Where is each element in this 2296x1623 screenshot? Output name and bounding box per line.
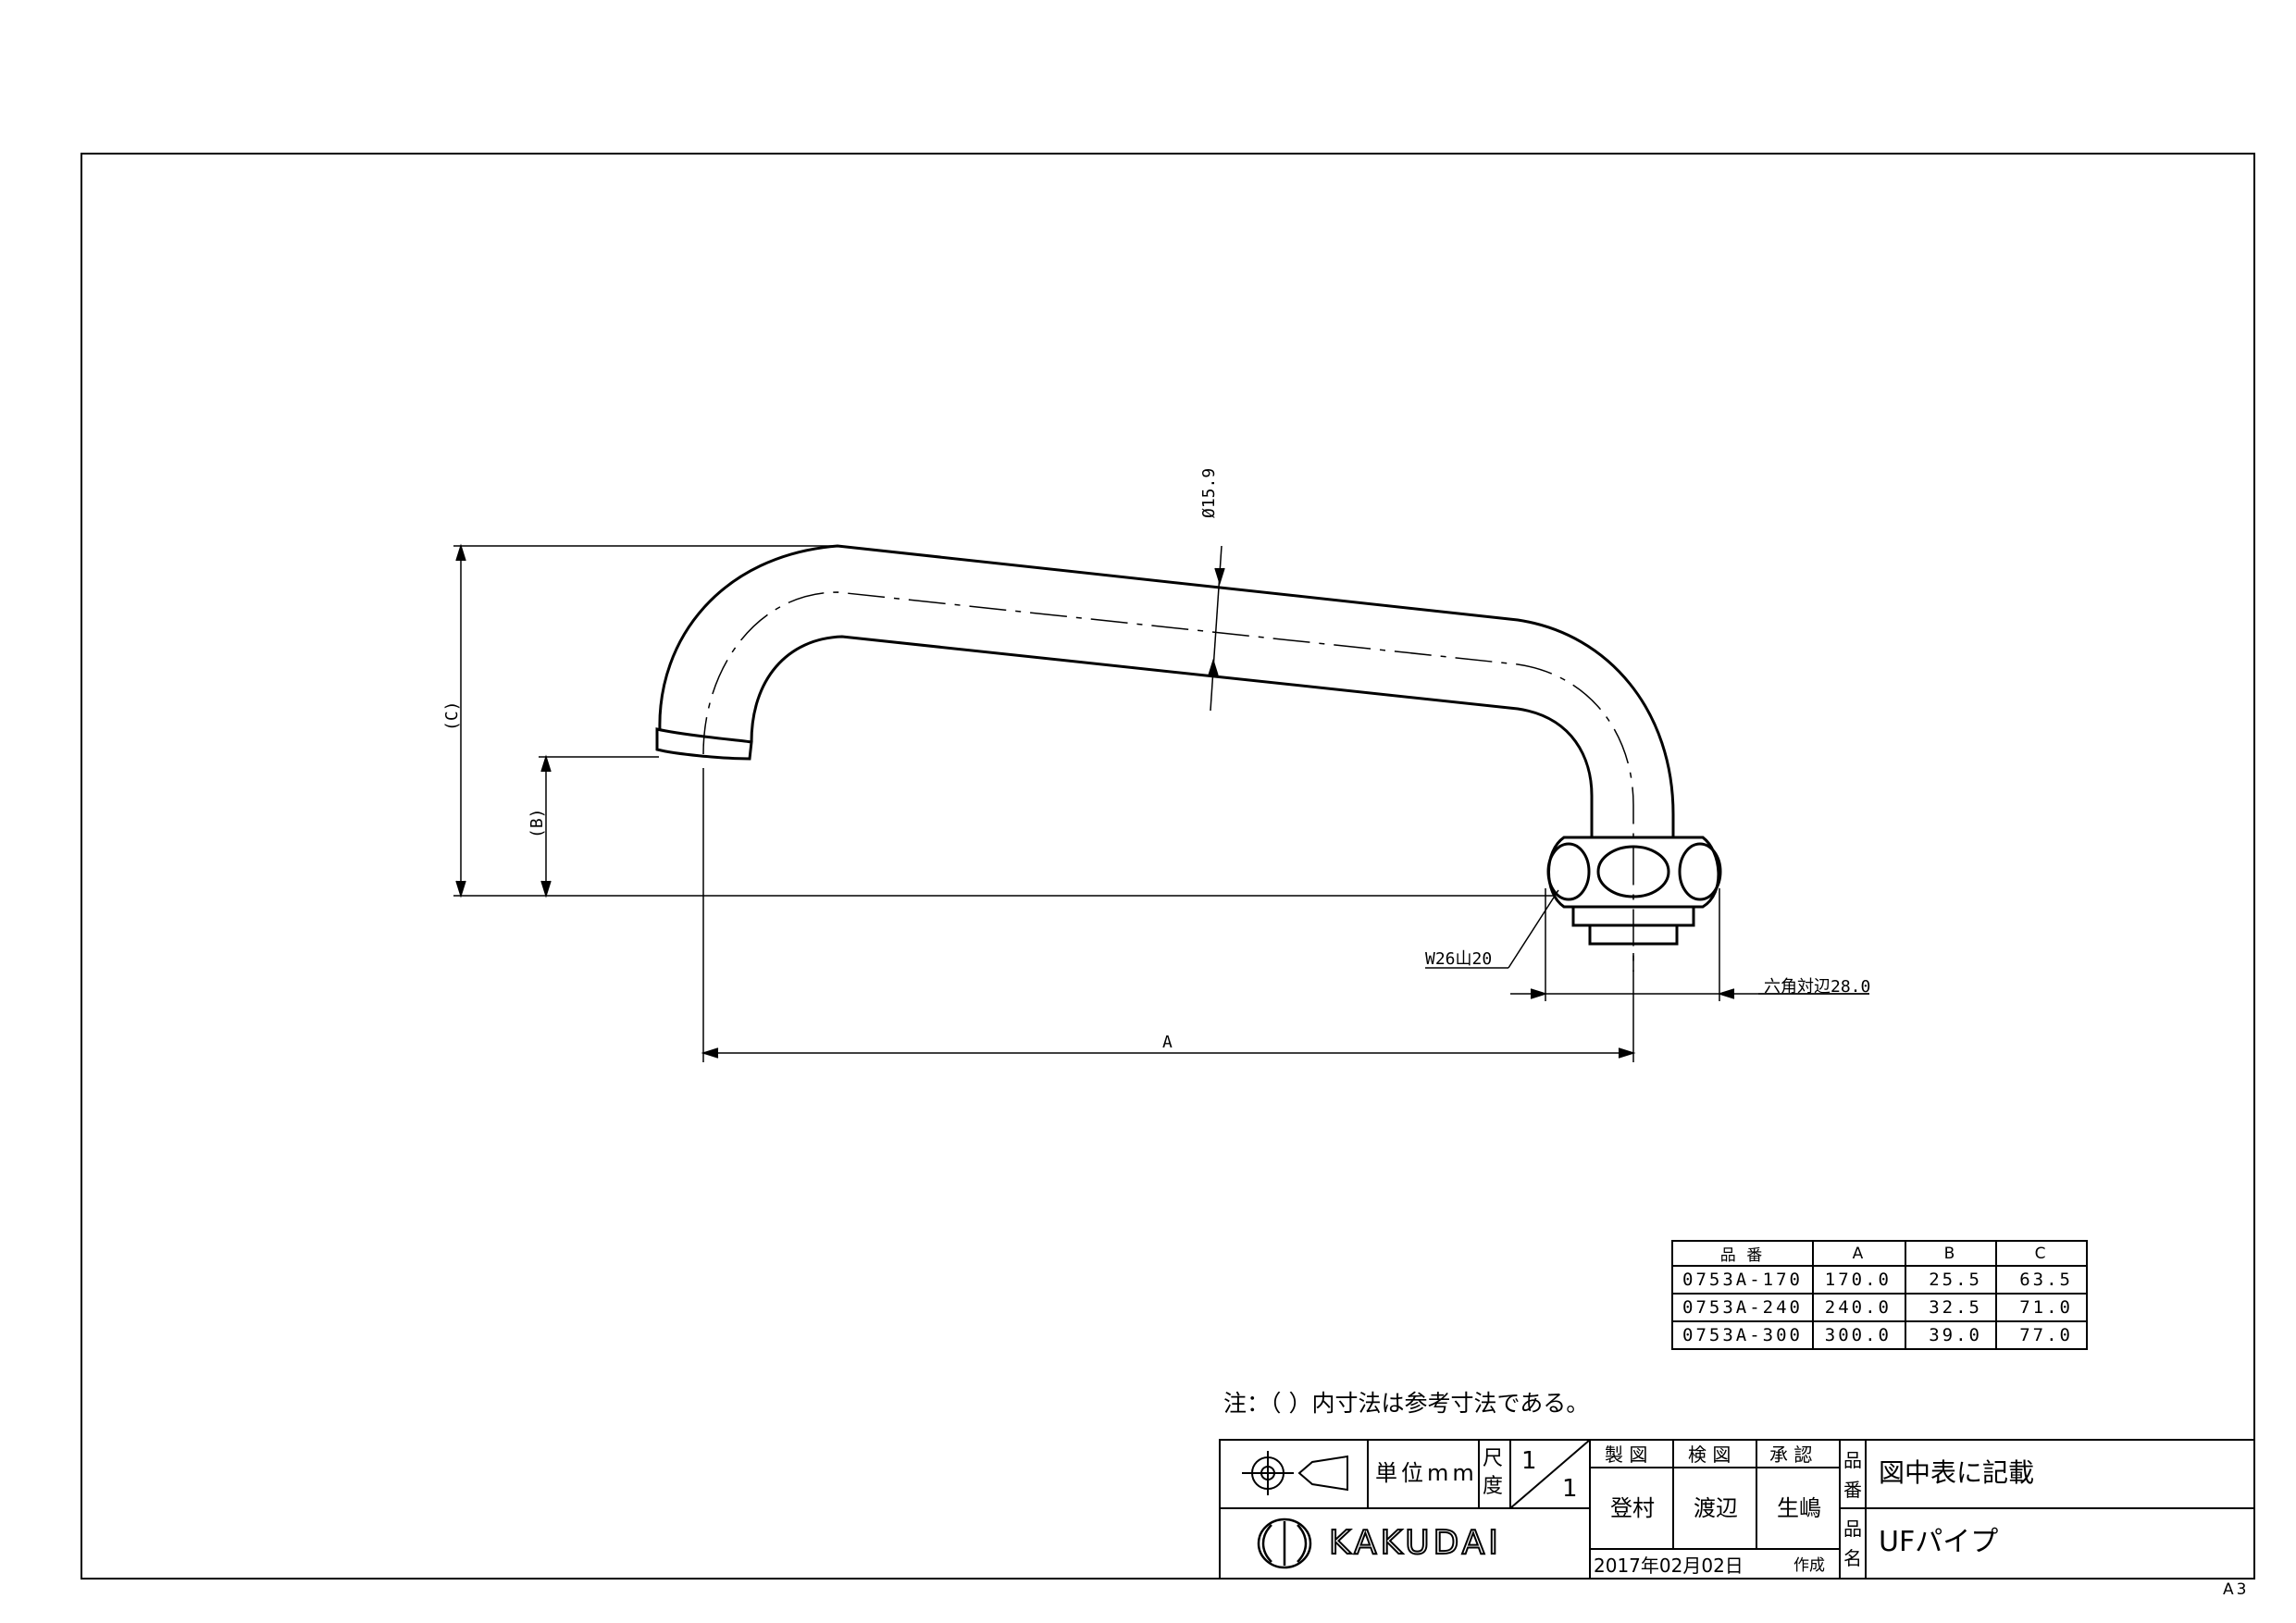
part-no-cell: 0753A-300 xyxy=(1671,1320,1814,1350)
b-cell: 25.5 xyxy=(1905,1265,1997,1295)
dimension-b xyxy=(539,754,659,898)
dimension-diameter xyxy=(1208,545,1225,712)
sheet-size-label: A3 xyxy=(2223,1580,2250,1599)
b-cell: 39.0 xyxy=(1905,1320,1997,1350)
approved-by: 生嶋 xyxy=(1777,1495,1821,1521)
part-name-value: UFパイプ xyxy=(1879,1526,1999,1558)
header-a: A xyxy=(1812,1240,1906,1267)
unit-label: 単位mm xyxy=(1375,1460,1478,1486)
dimension-b-label: (B) xyxy=(527,808,547,838)
part-no-value: 図中表に記載 xyxy=(1879,1457,2035,1488)
projection-symbol-icon xyxy=(1242,1451,1348,1495)
table-row: 0753A-300 300.0 39.0 77.0 xyxy=(1671,1320,2088,1350)
company-name: KAKUDAI xyxy=(1328,1524,1502,1562)
scale-label: 尺度 xyxy=(1483,1447,1504,1498)
hex-nut xyxy=(1546,836,1722,946)
drawing-frame xyxy=(81,153,2255,1580)
checked-label: 検 図 xyxy=(1688,1443,1731,1466)
thread-label: W26山20 xyxy=(1425,949,1493,969)
created-label: 作成 xyxy=(1793,1556,1825,1575)
pipe-outline xyxy=(655,544,1675,837)
reference-note: 注：（ ）内寸法は参考寸法である。 xyxy=(1223,1390,1590,1417)
b-cell: 32.5 xyxy=(1905,1293,1997,1322)
header-b: B xyxy=(1905,1240,1997,1267)
drawn-label: 製 図 xyxy=(1605,1443,1648,1466)
title-block-grid xyxy=(1219,1439,2255,1580)
pipe-centerline xyxy=(702,591,1634,972)
a-cell: 170.0 xyxy=(1812,1265,1906,1295)
part-no-cell: 0753A-240 xyxy=(1671,1293,1814,1322)
drawn-by: 登村 xyxy=(1610,1495,1655,1521)
a-cell: 300.0 xyxy=(1812,1320,1906,1350)
drawing-date: 2017年02月02日 xyxy=(1594,1555,1744,1577)
approved-label: 承 認 xyxy=(1769,1443,1813,1466)
dimension-c xyxy=(453,543,1555,898)
c-cell: 71.0 xyxy=(1995,1293,2088,1322)
part-no-label: 品番 xyxy=(1843,1449,1862,1501)
thread-leader xyxy=(1425,889,1559,969)
header-c: C xyxy=(1995,1240,2088,1267)
dimension-hex xyxy=(1510,888,1869,1001)
dimension-a xyxy=(701,768,1636,1062)
spec-table: 品 番 A B C 0753A-170 170.0 25.5 63.5 0753… xyxy=(1671,1240,2088,1350)
c-cell: 77.0 xyxy=(1995,1320,2088,1350)
table-row: 0753A-170 170.0 25.5 63.5 xyxy=(1671,1265,2088,1295)
diameter-label: Ø15.9 xyxy=(1199,467,1219,518)
a-cell: 240.0 xyxy=(1812,1293,1906,1322)
table-row: 0753A-240 240.0 32.5 71.0 xyxy=(1671,1293,2088,1322)
part-no-cell: 0753A-170 xyxy=(1671,1265,1814,1295)
spec-table-header: 品 番 A B C xyxy=(1671,1240,2088,1267)
hex-label: 六角対辺28.0 xyxy=(1764,977,1871,997)
c-cell: 63.5 xyxy=(1995,1265,2088,1295)
scale-denominator: 1 xyxy=(1562,1475,1578,1503)
kakudai-logo-icon xyxy=(1257,1518,1312,1569)
part-name-label: 品名 xyxy=(1843,1518,1862,1569)
checked-by: 渡辺 xyxy=(1694,1495,1738,1521)
dimension-a-label: A xyxy=(1162,1033,1173,1052)
dimension-c-label: (C) xyxy=(442,700,462,731)
header-part-no: 品 番 xyxy=(1671,1240,1814,1267)
scale-numerator: 1 xyxy=(1521,1447,1537,1475)
